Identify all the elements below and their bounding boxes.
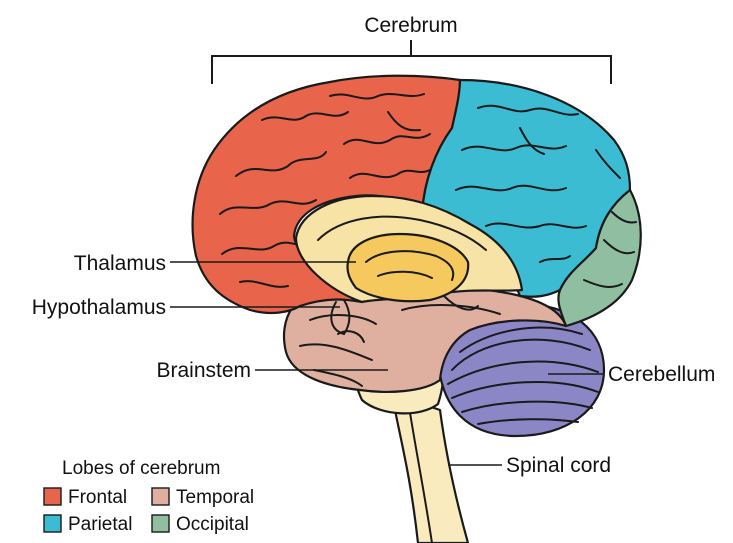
legend-label-parietal: Parietal — [68, 514, 132, 535]
thalamus-label: Thalamus — [74, 252, 166, 275]
spinal-cord-label: Spinal cord — [506, 454, 611, 477]
legend-label-temporal: Temporal — [176, 487, 254, 508]
legend-swatch-parietal — [44, 515, 61, 532]
cerebrum-title: Cerebrum — [364, 14, 457, 37]
cerebellum-label: Cerebellum — [608, 363, 715, 386]
legend-swatch-frontal — [44, 488, 61, 505]
brainstem-label: Brainstem — [156, 359, 251, 382]
spinal-cord — [392, 394, 468, 543]
legend-label-occipital: Occipital — [176, 514, 249, 535]
hypothalamus-label: Hypothalamus — [32, 296, 166, 319]
legend-swatch-occipital — [152, 515, 169, 532]
legend-label-frontal: Frontal — [68, 487, 127, 508]
legend-swatch-temporal — [152, 488, 169, 505]
legend: Lobes of cerebrum Frontal Temporal Parie… — [44, 458, 254, 535]
legend-title: Lobes of cerebrum — [62, 458, 220, 479]
